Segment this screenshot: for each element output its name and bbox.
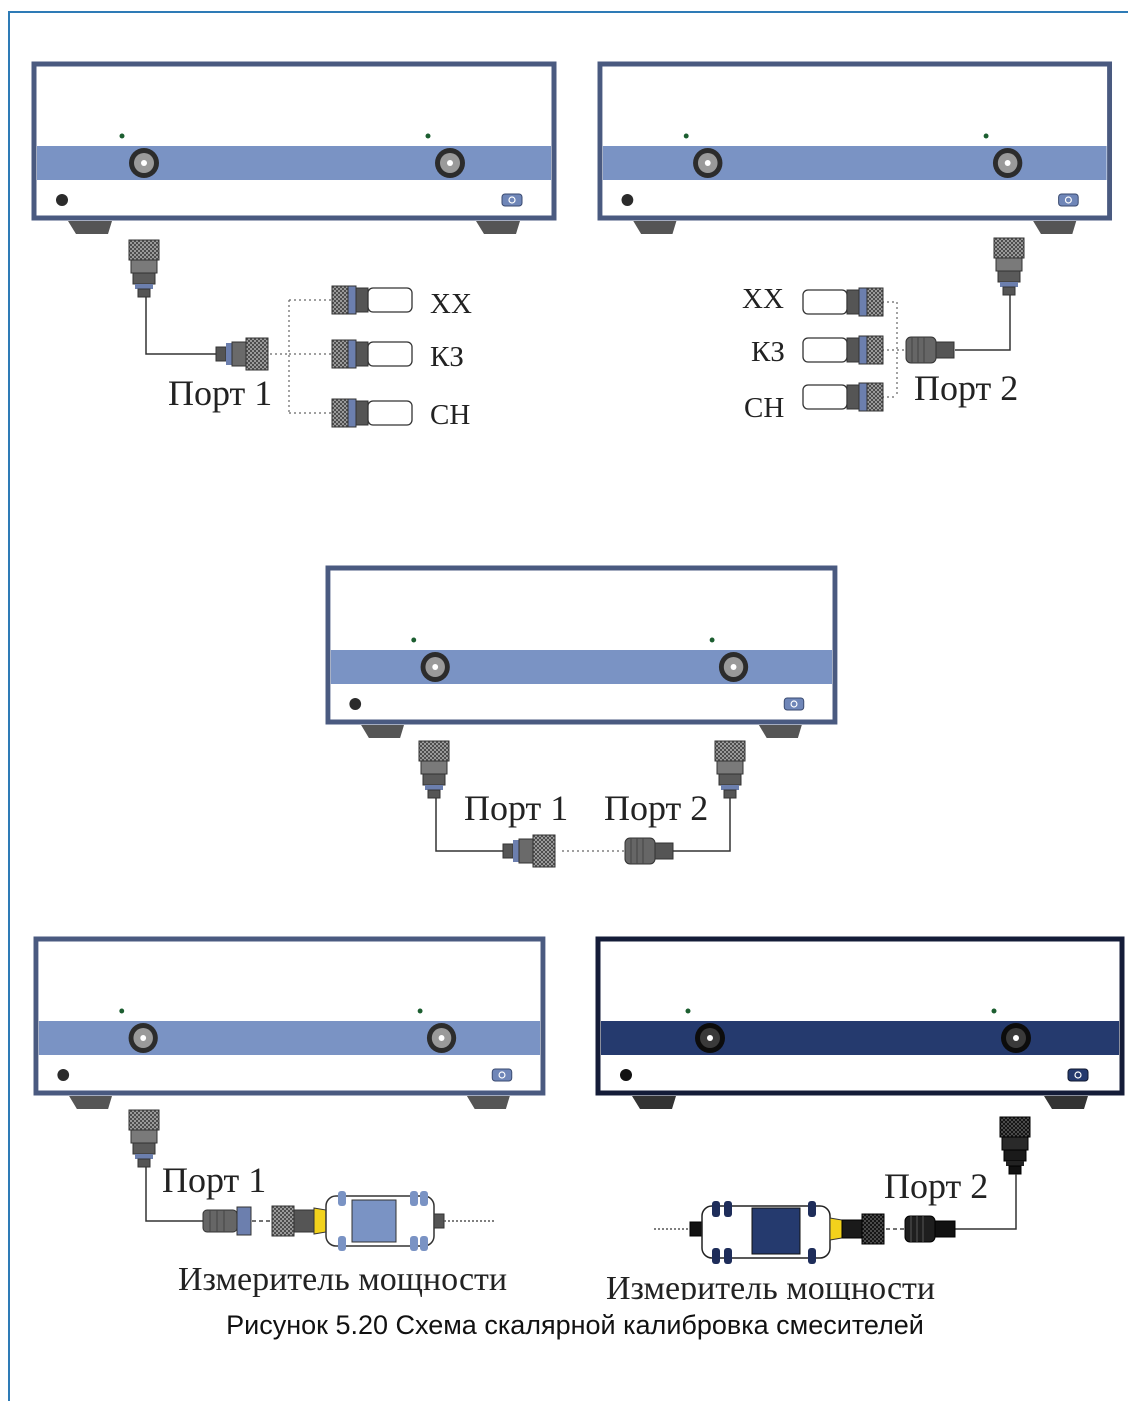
label-port1-c: Порт 1 bbox=[162, 1160, 266, 1200]
load-standard-1 bbox=[331, 398, 413, 428]
port1-connector bbox=[215, 337, 269, 371]
label-port2-a: Порт 2 bbox=[914, 368, 1018, 408]
pm-port1-cable-connector bbox=[128, 1109, 160, 1168]
thru-port2-cable-connector bbox=[714, 740, 746, 799]
open-standard-2 bbox=[802, 287, 884, 317]
label-open-2: ХХ bbox=[742, 283, 784, 315]
port2-cable bbox=[955, 295, 1011, 351]
instrument-bottom-right bbox=[598, 939, 1122, 1109]
pm-port2-adapter bbox=[904, 1215, 956, 1243]
thru-connector-1 bbox=[502, 834, 556, 868]
thru-connector-2 bbox=[624, 837, 674, 865]
label-port2-c: Порт 2 bbox=[884, 1166, 988, 1206]
port1-cable bbox=[145, 297, 216, 355]
power-sensor-right bbox=[654, 1201, 885, 1264]
load-standard-2 bbox=[802, 382, 884, 412]
label-open-1: ХХ bbox=[430, 288, 472, 320]
instrument-middle bbox=[328, 568, 835, 738]
frame-top-border bbox=[8, 11, 1128, 13]
calibration-diagram: ХХ КЗ СН Порт 1 ХХ КЗ СН Порт 2 Порт 1 П… bbox=[0, 0, 1128, 1300]
open-standard-1 bbox=[331, 285, 413, 315]
port1-cable-connector bbox=[128, 239, 160, 298]
thru-cable-1 bbox=[435, 798, 503, 852]
short-standard-1 bbox=[331, 339, 413, 369]
short-standard-2 bbox=[802, 335, 884, 365]
port2-connector bbox=[905, 336, 955, 364]
power-sensor-left bbox=[271, 1191, 494, 1251]
instrument-top-right bbox=[600, 64, 1110, 234]
label-load-2: СН bbox=[744, 392, 784, 424]
pm-port1-cable bbox=[145, 1167, 203, 1222]
pm-port2-cable bbox=[955, 1174, 1017, 1230]
pm-port2-cable-connector bbox=[999, 1116, 1031, 1175]
thru-port1-cable-connector bbox=[418, 740, 450, 799]
label-short-2: КЗ bbox=[751, 336, 785, 368]
instrument-bottom-left bbox=[36, 939, 543, 1109]
label-short-1: КЗ bbox=[430, 341, 464, 373]
label-power-meter-2: Измеритель мощности bbox=[606, 1270, 935, 1300]
label-power-meter-1: Измеритель мощности bbox=[178, 1261, 507, 1298]
label-port1-a: Порт 1 bbox=[168, 373, 272, 413]
instrument-top-left bbox=[34, 64, 554, 234]
label-port1-b: Порт 1 bbox=[464, 788, 568, 828]
thru-cable-2 bbox=[673, 798, 731, 852]
label-load-1: СН bbox=[430, 399, 470, 431]
pm-port1-adapter bbox=[202, 1206, 252, 1236]
label-port2-b: Порт 2 bbox=[604, 788, 708, 828]
figure-caption: Рисунок 5.20 Схема скалярной калибровка … bbox=[226, 1310, 924, 1340]
standards-dotted-link-right bbox=[882, 301, 906, 398]
port2-cable-connector bbox=[993, 237, 1025, 296]
standards-dotted-link-left bbox=[270, 299, 332, 414]
frame-left-border bbox=[8, 11, 10, 1401]
